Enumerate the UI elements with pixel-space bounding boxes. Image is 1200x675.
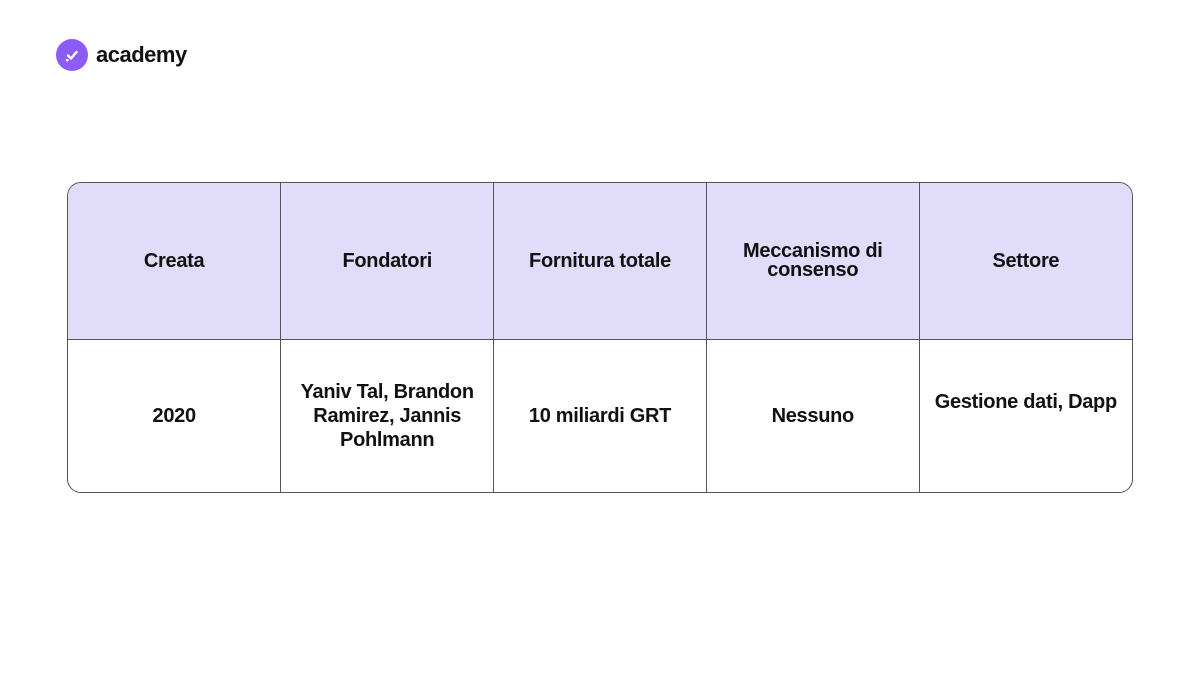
brand-name: academy [96, 42, 187, 67]
header-total-supply: Fornitura totale [493, 183, 707, 340]
brand-logo: academy [56, 38, 187, 72]
cell-consensus-mechanism: Nessuno [706, 339, 920, 492]
info-table: Creata Fondatori Fornitura totale Meccan… [67, 182, 1133, 493]
header-sector: Settore [919, 183, 1132, 340]
table-row: 2020 Yaniv Tal, Brandon Ramirez, Jannis … [68, 339, 1132, 492]
cell-created: 2020 [68, 339, 282, 492]
check-badge-icon [56, 39, 88, 71]
table-header-row: Creata Fondatori Fornitura totale Meccan… [68, 183, 1132, 340]
header-founders: Fondatori [280, 183, 495, 340]
cell-founders: Yaniv Tal, Brandon Ramirez, Jannis Pohlm… [280, 339, 495, 492]
cell-sector: Gestione dati, Dapp [934, 390, 1117, 413]
header-created: Creata [68, 183, 282, 340]
header-consensus-mechanism: Meccanismo di consenso [706, 183, 920, 340]
cell-total-supply: 10 miliardi GRT [493, 339, 707, 492]
